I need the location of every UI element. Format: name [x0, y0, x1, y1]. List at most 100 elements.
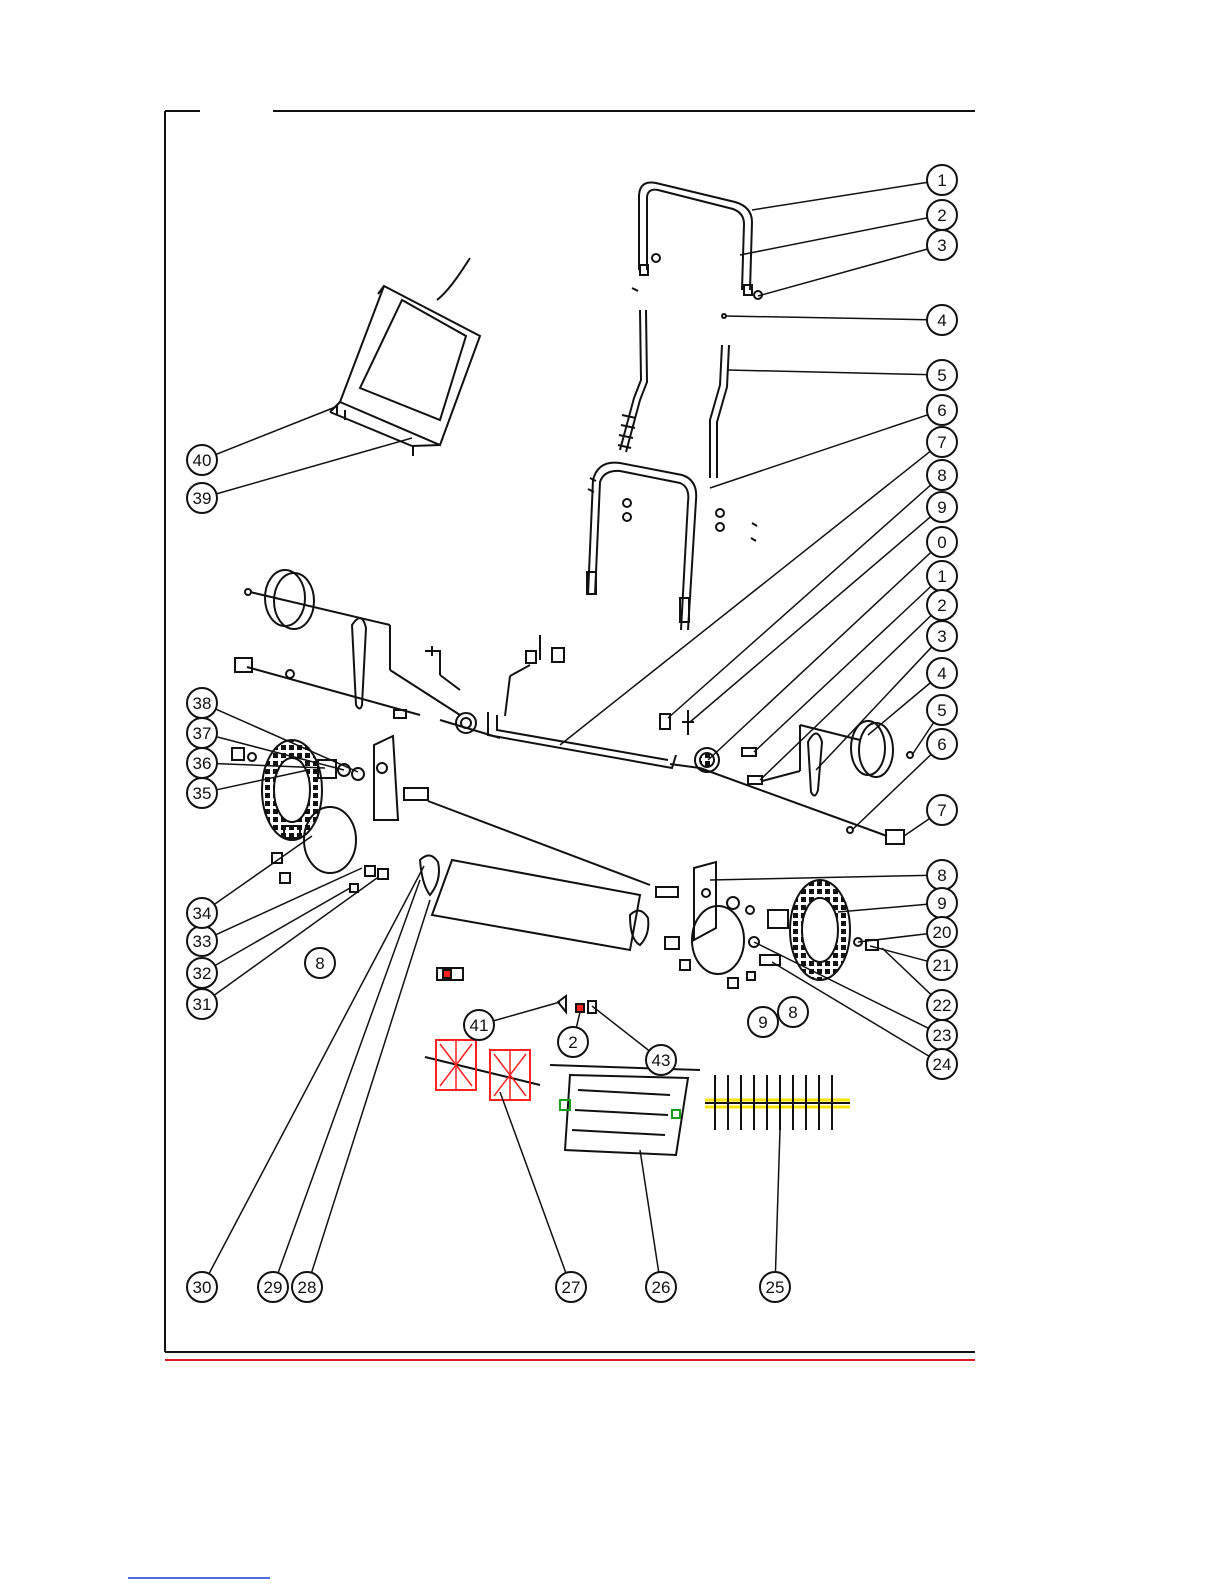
callout-number: 9	[937, 498, 946, 517]
callout-number: 33	[193, 932, 212, 951]
callout-c5: 5	[927, 360, 957, 390]
callout-c25: 25	[760, 1272, 790, 1302]
callout-c16: 6	[927, 729, 957, 759]
callout-c24: 24	[927, 1049, 957, 1079]
callout-c29: 29	[258, 1272, 288, 1302]
small-fittings	[437, 968, 596, 1013]
callout-number: 41	[470, 1016, 489, 1035]
callout-number: 5	[937, 701, 946, 720]
callout-c31: 31	[187, 989, 217, 1019]
callout-c28: 28	[292, 1272, 322, 1302]
tine-roller	[425, 1040, 540, 1100]
rear-roller-assembly	[235, 570, 564, 738]
callout-c1: 1	[927, 165, 957, 195]
reel-housing	[550, 1065, 700, 1155]
callout-number: 29	[264, 1278, 283, 1297]
leader-line-c34	[214, 836, 312, 904]
callout-number: 36	[193, 754, 212, 773]
callout-c9: 9	[927, 492, 957, 522]
leader-line-c7	[560, 451, 930, 745]
upper-handle	[632, 183, 762, 319]
leader-line-c16	[852, 754, 931, 830]
callout-number: 20	[933, 923, 952, 942]
leader-line-c41	[493, 1002, 560, 1021]
leader-line-c30	[209, 866, 424, 1274]
callout-number: 2	[937, 596, 946, 615]
callout-number: 23	[933, 1026, 952, 1045]
callout-c27: 27	[556, 1272, 586, 1302]
leader-line-c25	[775, 1130, 780, 1272]
callout-c18: 8	[927, 860, 957, 890]
callout-c40: 40	[187, 445, 217, 475]
callout-c17: 7	[927, 795, 957, 825]
leader-line-c11	[754, 586, 931, 752]
callout-c10: 0	[927, 527, 957, 557]
callout-c23: 23	[927, 1020, 957, 1050]
callout-c6: 6	[927, 395, 957, 425]
callout-number: 24	[933, 1055, 952, 1074]
callout-number: 38	[193, 694, 212, 713]
leader-line-c17	[904, 818, 930, 836]
callout-c34: 34	[187, 898, 217, 928]
callout-number: 8	[937, 866, 946, 885]
lower-handle	[587, 463, 757, 630]
callout-c2: 2	[927, 200, 957, 230]
leader-line-c2	[740, 218, 927, 255]
callout-number: 7	[937, 433, 946, 452]
callout-number: 27	[562, 1278, 581, 1297]
callout-number: 43	[652, 1051, 671, 1070]
callout-number: 2	[937, 206, 946, 225]
callout-c3: 3	[927, 230, 957, 260]
callout-number: 8	[788, 1003, 797, 1022]
leader-line-c9	[690, 517, 931, 722]
callout-c33: 33	[187, 926, 217, 956]
callout-c26: 26	[646, 1272, 676, 1302]
callout-c22: 22	[927, 990, 957, 1020]
callout-number: 8	[315, 954, 324, 973]
callout-c21: 21	[927, 950, 957, 980]
leader-line-c14	[868, 683, 931, 735]
callout-c9b: 9	[748, 1007, 778, 1037]
leader-line-c31	[214, 878, 377, 995]
callout-c30: 30	[187, 1272, 217, 1302]
callout-number: 6	[937, 735, 946, 754]
leader-line-c33	[216, 868, 362, 935]
callout-number: 2	[568, 1033, 577, 1052]
callout-number: 34	[193, 904, 212, 923]
callout-c8b: 8	[305, 948, 335, 978]
callout-c36: 36	[187, 748, 217, 778]
callout-number: 21	[933, 956, 952, 975]
callout-number: 1	[937, 567, 946, 586]
leader-line-c8	[668, 485, 931, 718]
leader-line-c1	[752, 182, 927, 210]
callout-number: 26	[652, 1278, 671, 1297]
leader-line-c4	[725, 316, 927, 320]
leader-line-c21	[870, 946, 927, 961]
blade-shaft	[705, 1075, 850, 1130]
callout-number: 9	[758, 1013, 767, 1032]
right-wheel-assembly	[727, 880, 878, 980]
callout-c38: 38	[187, 688, 217, 718]
callout-c8c: 8	[778, 997, 808, 1027]
callout-number: 22	[933, 996, 952, 1015]
callout-c12: 2	[927, 590, 957, 620]
callout-c41: 41	[464, 1010, 494, 1040]
callout-number: 32	[193, 964, 212, 983]
leader-line-c40	[216, 406, 338, 454]
callout-c35: 35	[187, 778, 217, 808]
main-frame-bar	[488, 710, 913, 844]
leader-line-c42	[576, 1012, 580, 1027]
callout-c37: 37	[187, 718, 217, 748]
grass-bag	[330, 258, 480, 456]
leader-line-c19	[838, 904, 927, 912]
leader-line-c3	[758, 249, 928, 296]
callout-number: 39	[193, 489, 212, 508]
leader-line-c43	[592, 1006, 649, 1051]
leader-line-c6	[710, 415, 928, 488]
callout-c20: 20	[927, 917, 957, 947]
leader-line-c27	[500, 1092, 566, 1273]
callout-number: 1	[937, 171, 946, 190]
callout-number: 35	[193, 784, 212, 803]
